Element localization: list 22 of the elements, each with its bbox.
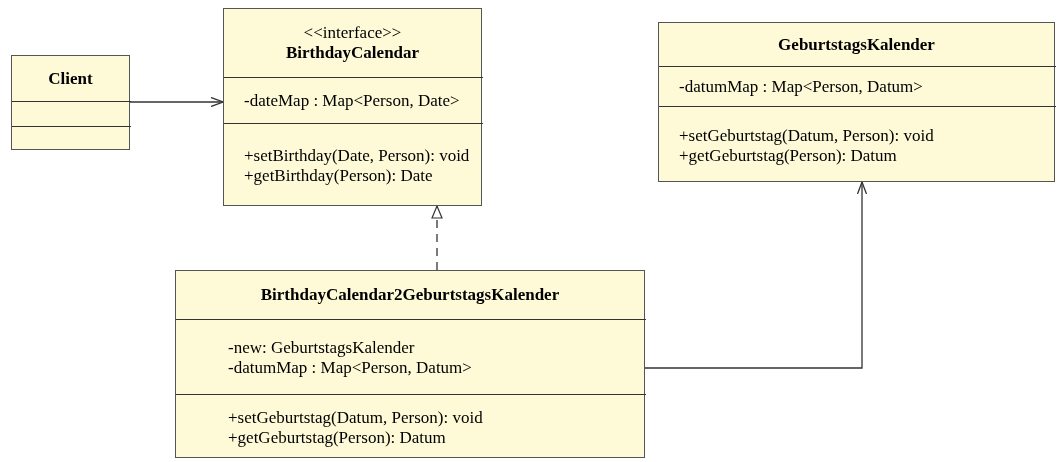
- class-name: BirthdayCalendar: [284, 43, 421, 63]
- class-box: [11, 55, 130, 150]
- class-box: [658, 22, 1055, 182]
- class-box: [223, 8, 482, 206]
- class-name: BirthdayCalendar2GeburtstagsKalender: [259, 285, 561, 305]
- member-text: -datumMap : Map<Person, Datum>: [679, 77, 923, 97]
- class-box: [175, 270, 645, 458]
- stereotype-text: <<interface>>: [302, 23, 403, 43]
- association-arrow: [644, 181, 868, 369]
- member-text: +setGeburtstag(Datum, Person): void: [228, 407, 483, 428]
- member-text: +getGeburtstag(Person): Datum: [228, 427, 446, 448]
- class-name: Client: [47, 68, 94, 89]
- member-text: -dateMap : Map<Person, Date>: [244, 91, 460, 111]
- member-text: +getGeburtstag(Person): Datum: [679, 145, 897, 166]
- realization-arrow: [431, 205, 443, 271]
- association-arrow: [129, 96, 224, 108]
- class-name: GeburtstagsKalender: [777, 34, 936, 55]
- member-text: -new: GeburtstagsKalender: [228, 337, 415, 358]
- member-text: +setBirthday(Date, Person): void: [244, 146, 470, 166]
- member-text: -datumMap : Map<Person, Datum>: [228, 357, 472, 378]
- member-text: +getBirthday(Person): Date: [244, 166, 433, 186]
- member-text: +setGeburtstag(Datum, Person): void: [679, 125, 934, 146]
